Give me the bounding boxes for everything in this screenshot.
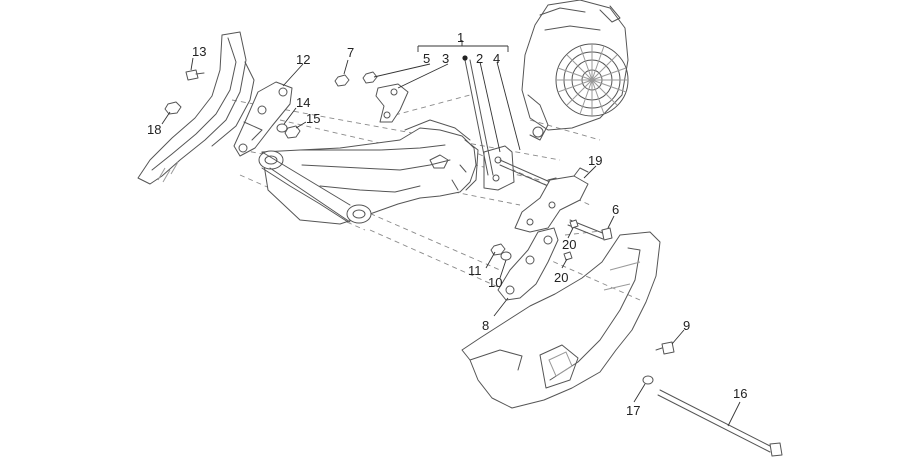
bolt-9: [661, 341, 675, 355]
bolt-13: [185, 69, 199, 81]
callout-10: 10: [488, 275, 502, 290]
bracket-plate-3-5: [375, 83, 409, 123]
bolt-6: [567, 219, 613, 241]
small-hardware: [164, 59, 783, 457]
axle-bolt-16: [657, 389, 773, 453]
nut-18: [164, 101, 182, 115]
leader-lines: [161, 40, 741, 427]
nut-11: [490, 243, 506, 256]
screw-20b: [563, 251, 573, 261]
link-plate-8: [497, 227, 559, 301]
callout-3: 3: [442, 51, 449, 66]
engine-assembly: [521, 0, 629, 141]
nut-7: [334, 74, 350, 87]
bracket-plate-19: [514, 167, 589, 233]
callout-labels: 1 2 3 4 5 6 7 8 9 10 11 12 13 14 15 16 1…: [147, 30, 747, 418]
callout-5: 5: [423, 51, 430, 66]
callout-13: 13: [192, 44, 206, 59]
callout-20-upper: 20: [562, 237, 576, 252]
frame-lower-right-section: [461, 231, 661, 409]
frame-left-section: [137, 31, 255, 185]
callout-9: 9: [683, 318, 690, 333]
callout-17: 17: [626, 403, 640, 418]
callout-20-lower: 20: [554, 270, 568, 285]
callout-14: 14: [296, 95, 310, 110]
callout-2: 2: [476, 51, 483, 66]
link-plate-12: [233, 81, 293, 157]
callout-1: 1: [457, 30, 464, 45]
bracket-plate-2: [483, 145, 515, 191]
washer-14: [276, 123, 288, 133]
callout-12: 12: [296, 52, 310, 67]
screw-20a: [569, 219, 579, 229]
callout-4: 4: [493, 51, 500, 66]
bolt-2-shaft: [464, 59, 494, 176]
nut-3-washer: [362, 71, 378, 84]
swingarm: [258, 119, 479, 225]
callout-6: 6: [612, 202, 619, 217]
callout-11: 11: [468, 263, 482, 278]
callout-18: 18: [147, 122, 161, 137]
callout-19: 19: [588, 153, 602, 168]
washer-10: [500, 251, 512, 261]
callout-16: 16: [733, 386, 747, 401]
washer-17: [642, 375, 654, 385]
callout-7: 7: [347, 45, 354, 60]
callout-15: 15: [306, 111, 320, 126]
nut-15: [284, 125, 301, 139]
callout-8: 8: [482, 318, 489, 333]
